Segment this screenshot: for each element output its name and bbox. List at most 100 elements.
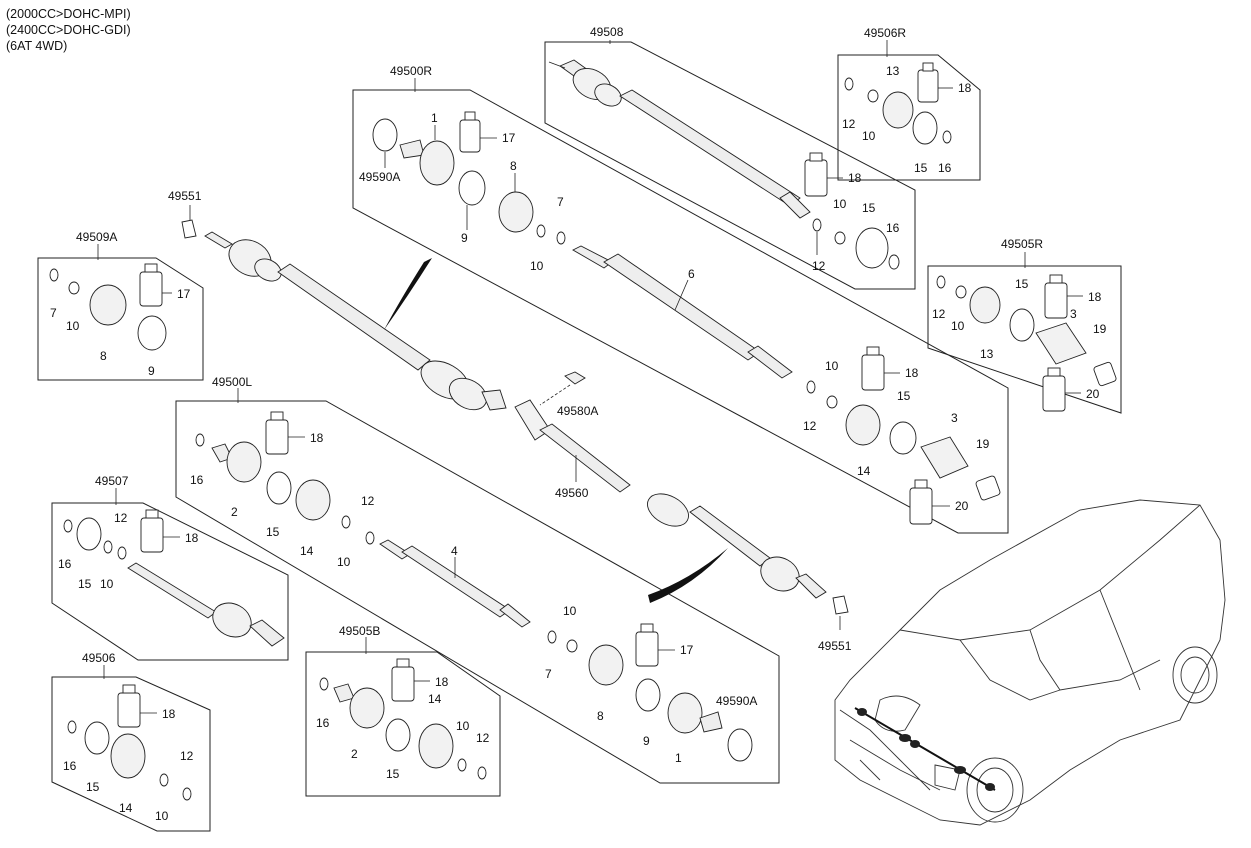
part-16-49505B: 16 xyxy=(316,716,330,730)
part-15-49508: 15 xyxy=(862,201,876,215)
group-box-49506 xyxy=(51,676,211,832)
part-20-49505R: 20 xyxy=(1086,387,1100,401)
bottle-18-49508 xyxy=(804,152,828,197)
group-box-49509A xyxy=(37,257,204,381)
part-10-49505B: 10 xyxy=(456,719,470,733)
part-7-49500L: 7 xyxy=(545,667,552,681)
part-12-49508: 12 xyxy=(812,259,826,273)
part-15-49505R: 15 xyxy=(1015,277,1029,291)
part-15-49506R: 15 xyxy=(914,161,928,175)
part-15-49506: 15 xyxy=(86,780,100,794)
arrow-right-shaft xyxy=(384,258,432,330)
group-label-49505R: 49505R xyxy=(1001,237,1043,251)
kit-49506 xyxy=(67,684,192,801)
part-3-49505R: 3 xyxy=(1070,307,1077,321)
part-15-49500R: 15 xyxy=(897,389,911,403)
group-box-49506R xyxy=(837,54,981,181)
group-label-49507: 49507 xyxy=(95,474,129,488)
ring-15-49508 xyxy=(855,227,889,269)
group-box-49508 xyxy=(544,41,916,290)
part-10-49508: 10 xyxy=(833,197,847,211)
group-box-49500R xyxy=(352,89,1009,534)
ring-10-49508 xyxy=(834,231,846,245)
part-14-49500R: 14 xyxy=(857,464,871,478)
part-2-49500L: 2 xyxy=(231,505,238,519)
part-18-49506: 18 xyxy=(162,707,176,721)
part-10-49509A: 10 xyxy=(66,319,80,333)
part-6-shaft: 6 xyxy=(688,267,695,281)
part-19-49505R: 19 xyxy=(1093,322,1107,336)
part-15-49505B: 15 xyxy=(386,767,400,781)
part-16-49500L: 16 xyxy=(190,473,204,487)
group-box-49507 xyxy=(51,502,289,661)
kit-49509A xyxy=(49,263,167,351)
part-7-49509A: 7 xyxy=(50,306,57,320)
part-12-49500R: 12 xyxy=(803,419,817,433)
part-49551-bottom: 49551 xyxy=(818,639,852,653)
part-1-49500R: 1 xyxy=(431,111,438,125)
part-10-49506R: 10 xyxy=(862,129,876,143)
part-10-49507: 10 xyxy=(100,577,114,591)
kit-49506R xyxy=(844,62,952,145)
part-9-49509A: 9 xyxy=(148,364,155,378)
part-49580A: 49580A xyxy=(557,404,598,418)
group-label-49509A: 49509A xyxy=(76,230,117,244)
part-18-49506R: 18 xyxy=(958,81,972,95)
part-16-49508: 16 xyxy=(886,221,900,235)
part-18-49508: 18 xyxy=(848,171,862,185)
part-14-49506: 14 xyxy=(119,801,133,815)
ring-12-49508 xyxy=(812,218,822,232)
part-20-49500R: 20 xyxy=(955,499,969,513)
part-18-49500L: 18 xyxy=(310,431,324,445)
kit-49507 xyxy=(63,509,285,647)
part-10-49505R: 10 xyxy=(951,319,965,333)
part-13-49505R: 13 xyxy=(980,347,994,361)
kit-49500R xyxy=(372,111,566,245)
part-17-49509A: 17 xyxy=(177,287,191,301)
part-15-49500L: 15 xyxy=(266,525,280,539)
group-label-49508: 49508 xyxy=(590,25,624,39)
vehicle-illustration xyxy=(834,499,1226,826)
part-49590A-bottom: 49590A xyxy=(716,694,757,708)
part-12-49506: 12 xyxy=(180,749,194,763)
part-10-49506: 10 xyxy=(155,809,169,823)
part-9-49500L: 9 xyxy=(643,734,650,748)
part-12-49506R: 12 xyxy=(842,117,856,131)
kit-49505B xyxy=(319,658,487,780)
part-12-49500L: 12 xyxy=(361,494,375,508)
front-drive-shaft-main xyxy=(181,219,507,411)
group-box-49505B xyxy=(305,651,501,797)
part-16-49507: 16 xyxy=(58,557,72,571)
part-18-49507: 18 xyxy=(185,531,199,545)
part-8-49500L: 8 xyxy=(597,709,604,723)
part-17-49500R: 17 xyxy=(502,131,516,145)
group-box-49505R xyxy=(927,265,1122,414)
part-18-49500R: 18 xyxy=(905,366,919,380)
part-18-49505B: 18 xyxy=(435,675,449,689)
group-label-49505B: 49505B xyxy=(339,624,380,638)
part-8-49500R: 8 xyxy=(510,159,517,173)
part-9-49500R: 9 xyxy=(461,231,468,245)
kit-49500L xyxy=(195,411,375,545)
part-13-49506R: 13 xyxy=(886,64,900,78)
vehicle-drive-shaft-highlight xyxy=(854,707,996,791)
part-10-49500R: 10 xyxy=(530,259,544,273)
part-14-49505B: 14 xyxy=(428,692,442,706)
part-49590A-top: 49590A xyxy=(359,170,400,184)
group-label-49500R: 49500R xyxy=(390,64,432,78)
kit-49500R-lower xyxy=(806,346,1001,525)
part-10-49500R-b: 10 xyxy=(825,359,839,373)
shaft-6 xyxy=(572,245,793,379)
part-8-49509A: 8 xyxy=(100,349,107,363)
part-15-49507: 15 xyxy=(78,577,92,591)
part-16-49506R: 16 xyxy=(938,161,952,175)
part-16-49506: 16 xyxy=(63,759,77,773)
part-19-49500R: 19 xyxy=(976,437,990,451)
group-label-49506R: 49506R xyxy=(864,26,906,40)
part-10-49500L-b: 10 xyxy=(563,604,577,618)
part-17-49500L: 17 xyxy=(680,643,694,657)
part-7-49500R: 7 xyxy=(557,195,564,209)
kit-49505R xyxy=(936,274,1117,412)
spec-line-1: (2000CC>DOHC-MPI) xyxy=(6,7,131,21)
